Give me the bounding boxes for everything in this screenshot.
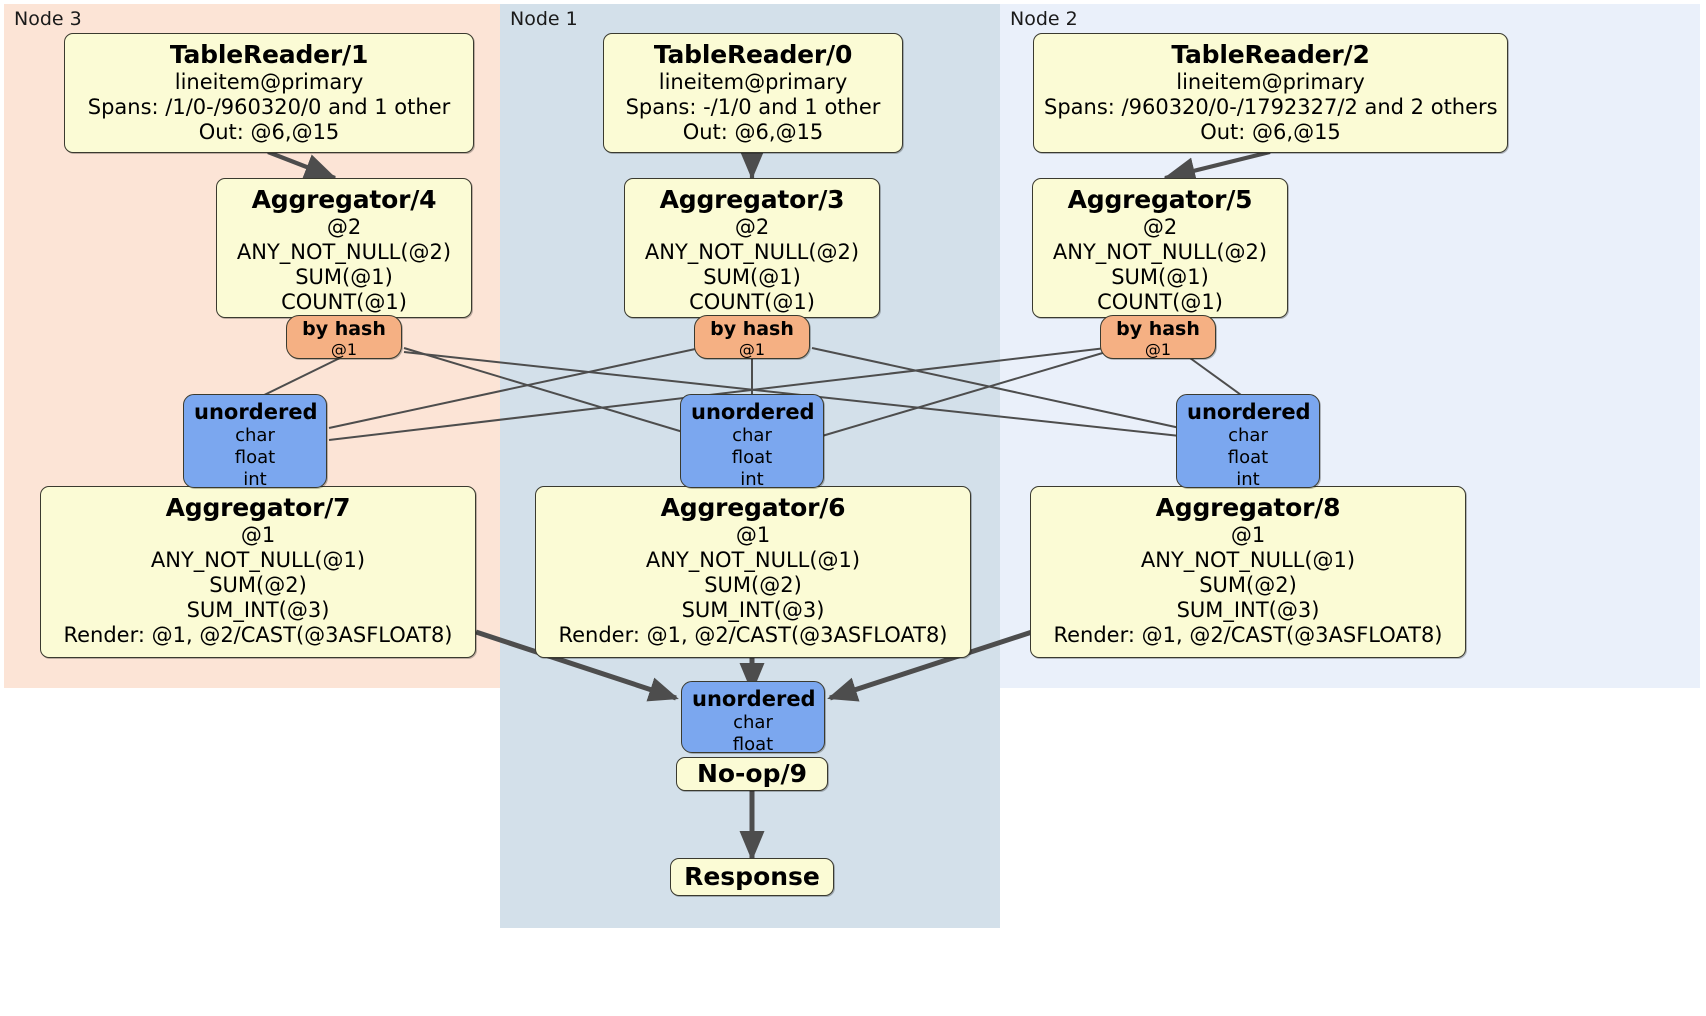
no-op-9-title: No-op/9 (696, 759, 808, 789)
aggregator-7-render: Render: @1, @2/CAST(@3ASFLOAT8) (63, 623, 453, 648)
aggregator-3[interactable]: Aggregator/3 @2 ANY_NOT_NULL(@2) SUM(@1)… (624, 178, 880, 318)
table-reader-0-table: lineitem@primary (658, 69, 848, 94)
no-op-9[interactable]: No-op/9 (676, 757, 828, 791)
router-node2-title: by hash (1116, 318, 1200, 340)
aggregator-6-agg-1: SUM(@2) (704, 572, 802, 597)
aggregator-8-group: @1 (1230, 522, 1266, 547)
aggregator-6[interactable]: Aggregator/6 @1 ANY_NOT_NULL(@1) SUM(@2)… (535, 486, 971, 658)
table-reader-1-spans: Spans: /1/0-/960320/0 and 1 other (87, 94, 451, 119)
aggregator-3-agg-1: SUM(@1) (703, 264, 801, 289)
router-node3-title: by hash (302, 318, 386, 340)
aggregator-8-agg-0: ANY_NOT_NULL(@1) (1140, 547, 1356, 572)
table-reader-0-out: Out: @6,@15 (682, 119, 824, 144)
aggregator-5-agg-1: SUM(@1) (1111, 264, 1209, 289)
aggregator-4-agg-0: ANY_NOT_NULL(@2) (236, 239, 452, 264)
input-sync-unordered-node2[interactable]: unordered char float int (1176, 394, 1320, 491)
final-sync-title: unordered (692, 687, 816, 711)
sync-node3-type-1: float (234, 447, 276, 469)
router-node1-cols: @1 (738, 339, 766, 359)
response-title: Response (684, 862, 820, 892)
aggregator-6-agg-2: SUM_INT(@3) (681, 598, 825, 623)
table-reader-2[interactable]: TableReader/2 lineitem@primary Spans: /9… (1033, 33, 1508, 153)
table-reader-1-out: Out: @6,@15 (198, 119, 340, 144)
input-sync-unordered-node3[interactable]: unordered char float int (183, 394, 327, 491)
aggregator-8-agg-2: SUM_INT(@3) (1176, 598, 1320, 623)
output-router-by-hash-node1[interactable]: by hash @1 (694, 315, 810, 359)
aggregator-5-agg-2: COUNT(@1) (1097, 290, 1223, 315)
sync-node3-type-2: int (243, 469, 267, 491)
aggregator-4-agg-1: SUM(@1) (295, 264, 393, 289)
table-reader-2-table: lineitem@primary (1176, 69, 1365, 94)
table-reader-1[interactable]: TableReader/1 lineitem@primary Spans: /1… (64, 33, 474, 153)
router-node3-cols: @1 (330, 339, 358, 359)
aggregator-7-title: Aggregator/7 (165, 493, 351, 522)
aggregator-8-title: Aggregator/8 (1155, 493, 1341, 522)
table-reader-1-table: lineitem@primary (174, 69, 364, 94)
router-node2-cols: @1 (1144, 339, 1172, 359)
aggregator-6-render: Render: @1, @2/CAST(@3ASFLOAT8) (558, 623, 948, 648)
aggregator-4[interactable]: Aggregator/4 @2 ANY_NOT_NULL(@2) SUM(@1)… (216, 178, 472, 318)
sync-node1-type-2: int (740, 469, 764, 491)
sync-node2-type-2: int (1236, 469, 1260, 491)
input-sync-unordered-final[interactable]: unordered char float (681, 681, 825, 756)
sync-node2-type-1: float (1227, 447, 1269, 469)
output-router-by-hash-node2[interactable]: by hash @1 (1100, 315, 1216, 359)
aggregator-6-title: Aggregator/6 (660, 493, 846, 522)
aggregator-6-agg-0: ANY_NOT_NULL(@1) (645, 547, 861, 572)
table-reader-2-title: TableReader/2 (1171, 40, 1370, 69)
response-node[interactable]: Response (670, 858, 834, 896)
aggregator-6-group: @1 (735, 522, 771, 547)
aggregator-5[interactable]: Aggregator/5 @2 ANY_NOT_NULL(@2) SUM(@1)… (1032, 178, 1288, 318)
aggregator-4-title: Aggregator/4 (251, 185, 437, 214)
sync-node1-type-0: char (732, 425, 772, 447)
sync-node3-type-0: char (235, 425, 275, 447)
table-reader-2-spans: Spans: /960320/0-/1792327/2 and 2 others (1044, 94, 1498, 119)
aggregator-3-agg-2: COUNT(@1) (689, 290, 815, 315)
node-region-label-node3: Node 3 (14, 8, 82, 30)
table-reader-0-title: TableReader/0 (653, 40, 853, 69)
aggregator-7-agg-1: SUM(@2) (209, 572, 307, 597)
table-reader-0[interactable]: TableReader/0 lineitem@primary Spans: -/… (603, 33, 903, 153)
aggregator-7-agg-0: ANY_NOT_NULL(@1) (150, 547, 366, 572)
sync-node2-type-0: char (1228, 425, 1268, 447)
table-reader-1-title: TableReader/1 (169, 40, 369, 69)
aggregator-3-group: @2 (734, 214, 770, 239)
aggregator-8-render: Render: @1, @2/CAST(@3ASFLOAT8) (1053, 623, 1443, 648)
aggregator-3-agg-0: ANY_NOT_NULL(@2) (644, 239, 860, 264)
sync-node2-title: unordered (1187, 400, 1311, 424)
aggregator-5-title: Aggregator/5 (1067, 185, 1253, 214)
aggregator-5-group: @2 (1142, 214, 1178, 239)
aggregator-7-group: @1 (240, 522, 276, 547)
router-node1-title: by hash (710, 318, 794, 340)
aggregator-8-agg-1: SUM(@2) (1199, 572, 1297, 597)
table-reader-0-spans: Spans: -/1/0 and 1 other (625, 94, 881, 119)
final-sync-type-1: float (732, 734, 774, 756)
aggregator-8[interactable]: Aggregator/8 @1 ANY_NOT_NULL(@1) SUM(@2)… (1030, 486, 1466, 658)
final-sync-type-0: char (733, 712, 773, 734)
aggregator-7[interactable]: Aggregator/7 @1 ANY_NOT_NULL(@1) SUM(@2)… (40, 486, 476, 658)
node-region-label-node2: Node 2 (1010, 8, 1078, 30)
aggregator-4-group: @2 (326, 214, 362, 239)
aggregator-4-agg-2: COUNT(@1) (281, 290, 407, 315)
input-sync-unordered-node1[interactable]: unordered char float int (680, 394, 824, 491)
sync-node1-title: unordered (691, 400, 815, 424)
sync-node3-title: unordered (194, 400, 318, 424)
table-reader-2-out: Out: @6,@15 (1200, 119, 1341, 144)
output-router-by-hash-node3[interactable]: by hash @1 (286, 315, 402, 359)
node-region-label-node1: Node 1 (510, 8, 578, 30)
aggregator-5-agg-0: ANY_NOT_NULL(@2) (1052, 239, 1268, 264)
aggregator-3-title: Aggregator/3 (659, 185, 845, 214)
sync-node1-type-1: float (731, 447, 773, 469)
aggregator-7-agg-2: SUM_INT(@3) (186, 598, 330, 623)
